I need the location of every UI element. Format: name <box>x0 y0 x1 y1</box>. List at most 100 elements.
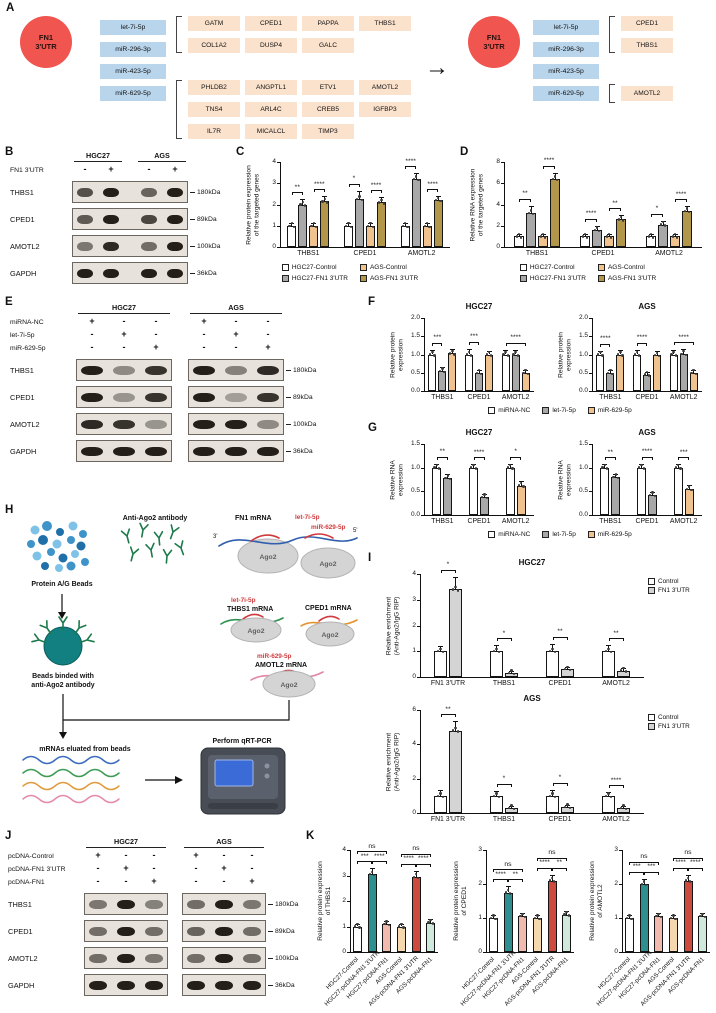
significance-bracket <box>644 871 659 875</box>
bar <box>561 669 574 677</box>
data-point <box>566 665 569 668</box>
data-point <box>564 805 567 809</box>
y-tick <box>421 336 424 338</box>
kda-label: 100kDa <box>275 955 299 962</box>
bar <box>426 922 436 952</box>
significance-label: ns <box>640 853 648 861</box>
blot-band <box>89 927 107 936</box>
data-point <box>630 917 633 921</box>
kda-tick <box>268 985 273 986</box>
kda-label: 100kDa <box>293 421 317 428</box>
data-point <box>437 794 440 798</box>
error-bar <box>478 370 480 373</box>
y-tick <box>483 918 486 919</box>
blot-band <box>167 269 183 278</box>
y-tick-label: 0 <box>412 809 416 816</box>
gene-box: CPED1 <box>245 16 297 31</box>
y-axis <box>424 318 425 391</box>
protein-label: THBS1 <box>8 900 32 909</box>
bar <box>616 219 626 247</box>
significance-bracket <box>505 342 526 346</box>
bar <box>344 225 353 247</box>
error-bar <box>509 464 511 468</box>
y-tick-label: 0 <box>614 948 618 955</box>
data-point <box>549 794 552 798</box>
y-tick-label: 3 <box>342 871 346 879</box>
y-tick-label: 4 <box>272 158 276 165</box>
lane-symbol: - <box>202 329 206 339</box>
data-point <box>474 467 477 470</box>
y-tick <box>417 574 420 575</box>
significance-bracket <box>440 569 456 573</box>
legend-label: AGS-Control <box>369 264 407 271</box>
data-point <box>434 199 438 202</box>
let7i-mirna-curve <box>250 534 280 542</box>
data-point <box>454 726 457 730</box>
data-point <box>349 225 352 228</box>
error-bar <box>658 913 660 917</box>
protein-label: GAPDH <box>10 269 37 278</box>
error-bar-cap <box>438 789 443 791</box>
significance-label: **** <box>510 334 521 342</box>
error-bar <box>693 370 695 373</box>
error-bar-cap <box>671 350 677 352</box>
lane-symbol: - <box>250 850 254 860</box>
x-axis <box>420 677 644 678</box>
legend-label: miRNA-NC <box>498 407 531 414</box>
bar <box>448 353 457 391</box>
data-point <box>397 925 401 928</box>
data-point <box>517 232 521 236</box>
significance-bracket <box>629 861 659 865</box>
data-point <box>378 201 381 204</box>
legend-swatch <box>542 531 550 538</box>
significance-bracket <box>372 861 387 865</box>
data-point <box>448 477 452 481</box>
blot-band <box>117 927 135 936</box>
bar <box>611 477 621 515</box>
lane-symbol: + <box>233 329 239 339</box>
eluate-label: mRNAs eluated from beads <box>39 746 131 753</box>
mirna-box: miR-296-3p <box>533 42 599 57</box>
blot-band <box>113 420 135 429</box>
blot-band <box>193 447 215 456</box>
error-bar <box>650 235 652 237</box>
error-bar-cap <box>466 348 472 350</box>
data-point <box>687 485 691 488</box>
fn1-mrna-curve <box>218 536 358 547</box>
data-point <box>506 354 510 357</box>
kda-tick <box>190 273 195 274</box>
error-bar <box>677 465 679 468</box>
blot-band <box>145 366 167 375</box>
error-bar-cap <box>617 350 623 352</box>
x-axis <box>424 391 534 392</box>
bar <box>449 589 462 677</box>
lane-symbol: + <box>121 329 127 339</box>
error-bar <box>615 474 617 478</box>
legend-label: let-7i-5p <box>552 531 576 538</box>
data-point <box>345 224 348 227</box>
data-point <box>703 916 707 919</box>
data-point <box>367 224 370 227</box>
significance-label: * <box>502 775 506 783</box>
error-bar-cap <box>494 790 499 792</box>
blot-band <box>167 215 183 224</box>
significance-label: ns <box>412 845 420 853</box>
legend-item: Control <box>648 714 708 721</box>
blot-band <box>145 954 163 963</box>
significance-bracket <box>608 638 624 642</box>
data-point <box>373 874 376 877</box>
protein-label: THBS1 <box>10 366 34 375</box>
blot-band <box>113 366 135 375</box>
bar <box>617 807 630 813</box>
lane-symbol: - <box>124 876 128 886</box>
error-bar-cap <box>503 349 509 351</box>
lane-symbol: - <box>266 316 270 326</box>
blot-band <box>167 242 183 251</box>
legend-item: miRNA-NC <box>488 531 530 538</box>
mirna-box: let-7i-5p <box>100 20 166 35</box>
legend-label: HGC27-FN1 3'UTR <box>529 275 586 282</box>
cell-line-header: AGS <box>138 150 186 162</box>
data-point <box>682 350 685 353</box>
